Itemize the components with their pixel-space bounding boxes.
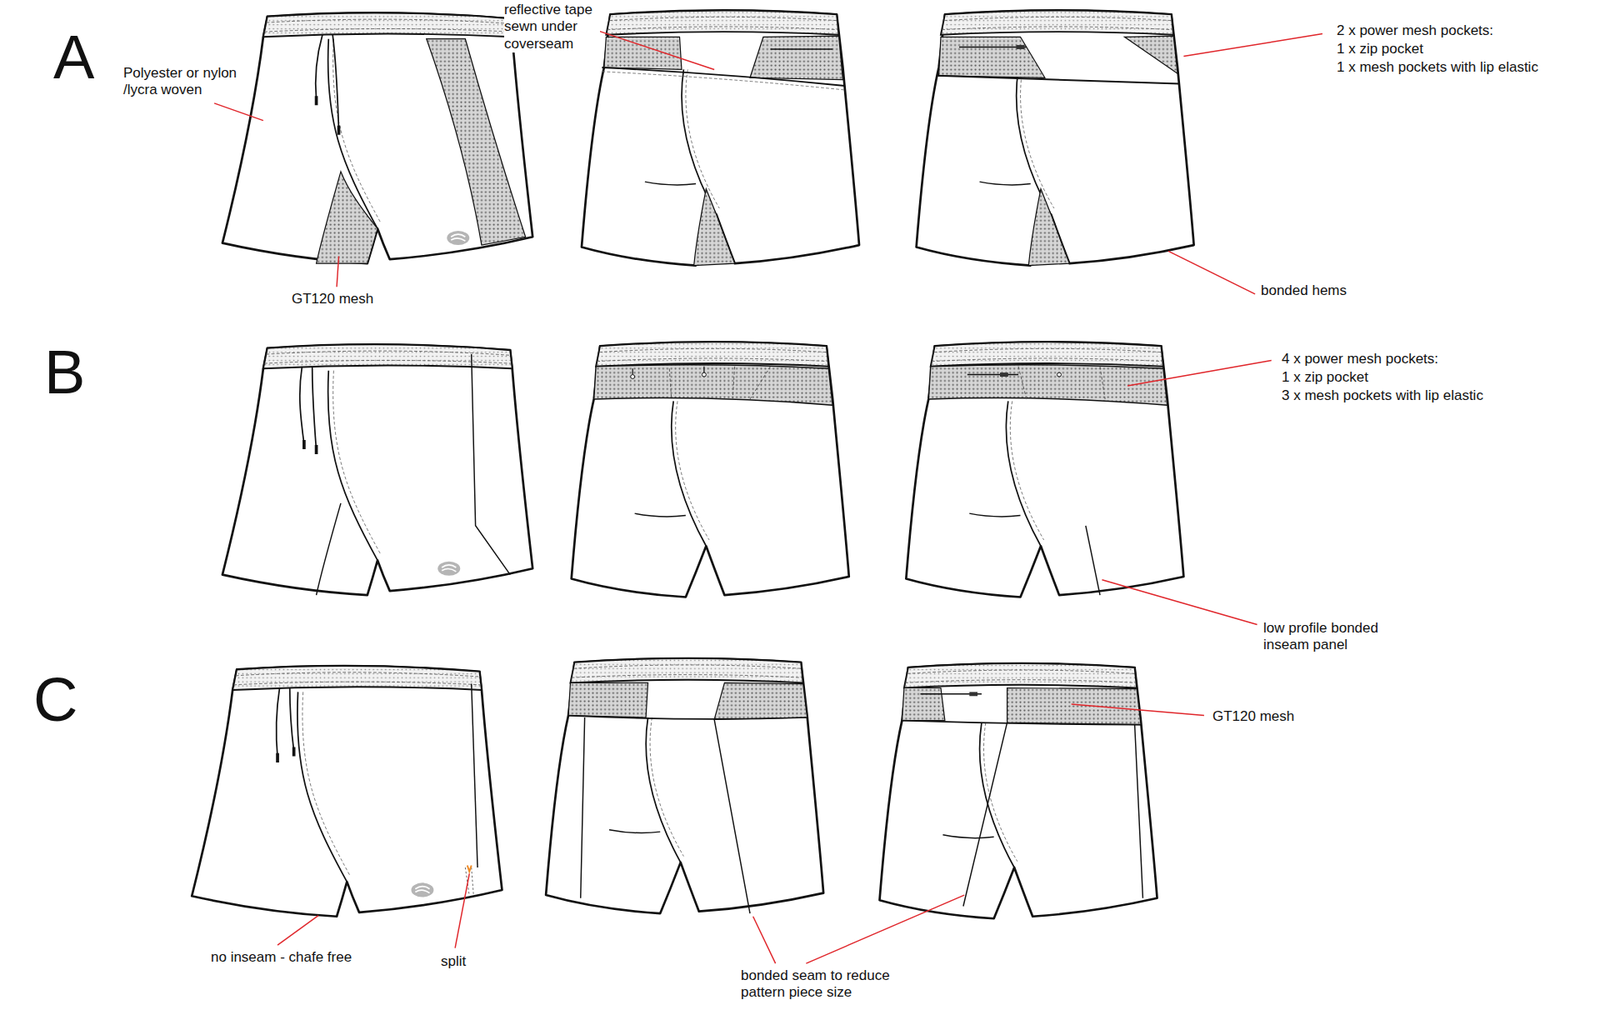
pocket-callout: 1 x zip pocket (1281, 369, 1369, 386)
shorts-back-b1 (571, 341, 850, 597)
pocket-callout: 3 x mesh pockets with lip elastic (1281, 387, 1484, 405)
shorts-front-c (191, 665, 502, 917)
panel-letter: A (53, 26, 95, 89)
pocket-callout: 1 x zip pocket (1336, 40, 1424, 58)
shorts-back-c2 (880, 663, 1158, 919)
shorts-back-c1 (545, 658, 824, 914)
feature-callout: bonded hems (1260, 282, 1347, 300)
pocket-callout: 2 x power mesh pockets: (1336, 22, 1494, 40)
feature-callout: low profile bonded inseam panel (1263, 620, 1389, 655)
pocket-callout: 1 x mesh pockets with lip elastic (1336, 59, 1539, 76)
panel-letter: C (33, 669, 78, 731)
pocket-callout: 4 x power mesh pockets: (1281, 350, 1439, 368)
panel-letter: B (44, 341, 85, 404)
shorts-back-a1 (581, 10, 860, 265)
material-callout: Polyester or nylon /lycra woven (123, 65, 245, 100)
shorts-back-b2 (905, 341, 1184, 597)
shorts-front-a (222, 12, 533, 264)
shorts-front-b (222, 344, 533, 595)
feature-callout: no inseam - chafe free (210, 949, 352, 966)
shorts-back-a2 (916, 10, 1195, 265)
leader-lines (214, 30, 1323, 964)
feature-callout: split (440, 953, 466, 970)
feature-callout: bonded seam to reduce pattern piece size (740, 967, 900, 1002)
feature-callout: reflective tape sewn under coverseam (504, 1, 600, 53)
material-callout: GT120 mesh (291, 290, 374, 308)
material-callout: GT120 mesh (1212, 708, 1295, 725)
